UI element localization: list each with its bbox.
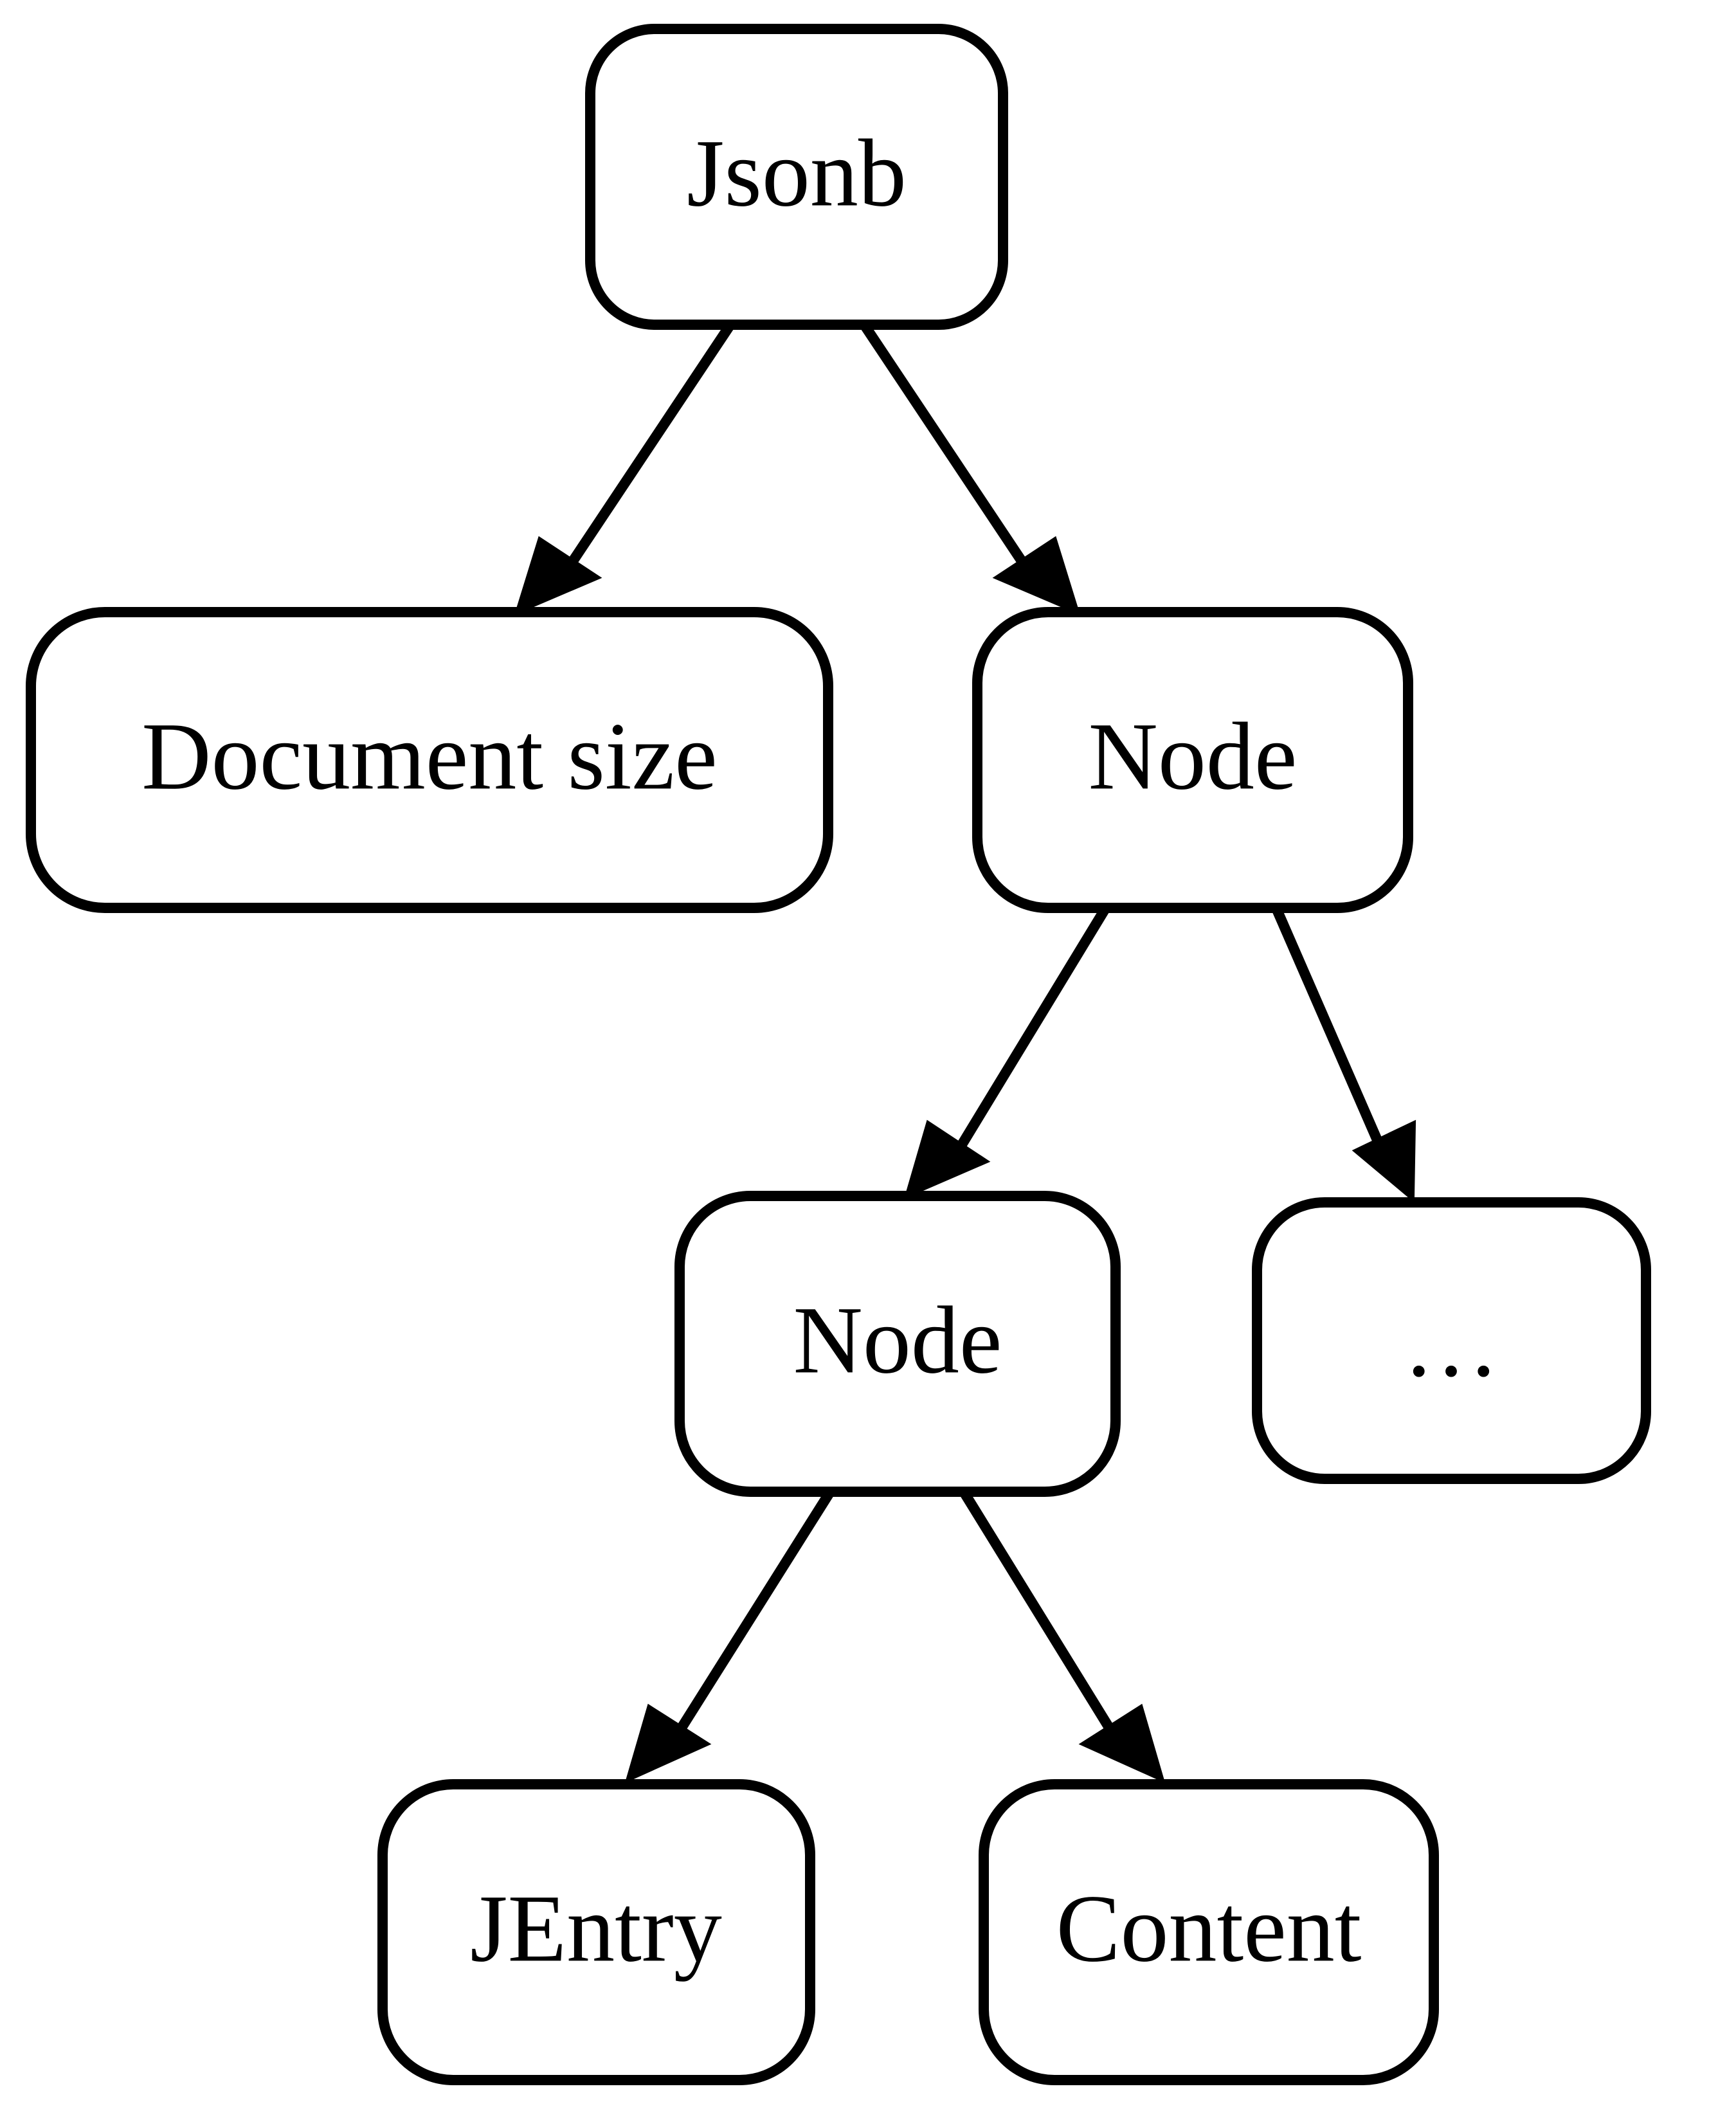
node-label: … [1403,1290,1499,1397]
node-document-size[interactable]: Document size [26,607,833,913]
edge-line [1272,907,1384,1147]
node-node-level1[interactable]: Node [972,607,1413,913]
node-box [585,24,1008,330]
node-content[interactable]: Content [979,1779,1439,2085]
edge-jsonb-to-node [861,323,1081,616]
edge-node-to-content [960,1490,1166,1784]
node-label: Node [1089,703,1297,810]
node-box [377,1779,815,2085]
node-label: JEntry [470,1875,722,1982]
edge-line [861,323,1029,569]
node-label: Document size [141,703,718,810]
node-box [26,607,833,913]
node-jentry[interactable]: JEntry [377,1779,815,2085]
arrowhead-icon [903,1119,991,1200]
node-label: Content [1056,1875,1362,1982]
node-label: Jsonb [687,120,907,226]
arrowhead-icon [1078,1703,1166,1784]
node-box [979,1779,1439,2085]
node-box [972,607,1413,913]
edge-jsonb-to-document-size [514,323,734,616]
node-jsonb[interactable]: Jsonb [585,24,1008,330]
edge-line [565,323,734,569]
arrowhead-icon [1352,1119,1416,1203]
edge-node-to-ellipsis [1272,907,1416,1203]
arrowhead-icon [514,536,602,616]
arrowhead-icon [624,1703,712,1784]
edge-line [960,1490,1117,1736]
node-ellipsis[interactable]: … [1252,1197,1651,1484]
edge-line [954,907,1109,1154]
edge-node-to-node [903,907,1109,1200]
node-box [674,1191,1121,1497]
edge-line [674,1490,834,1736]
node-label: Node [793,1287,1002,1393]
edge-node-to-jentry [624,1490,834,1784]
node-box [1252,1197,1651,1484]
node-node-level2[interactable]: Node [674,1191,1121,1497]
arrowhead-icon [992,536,1081,616]
